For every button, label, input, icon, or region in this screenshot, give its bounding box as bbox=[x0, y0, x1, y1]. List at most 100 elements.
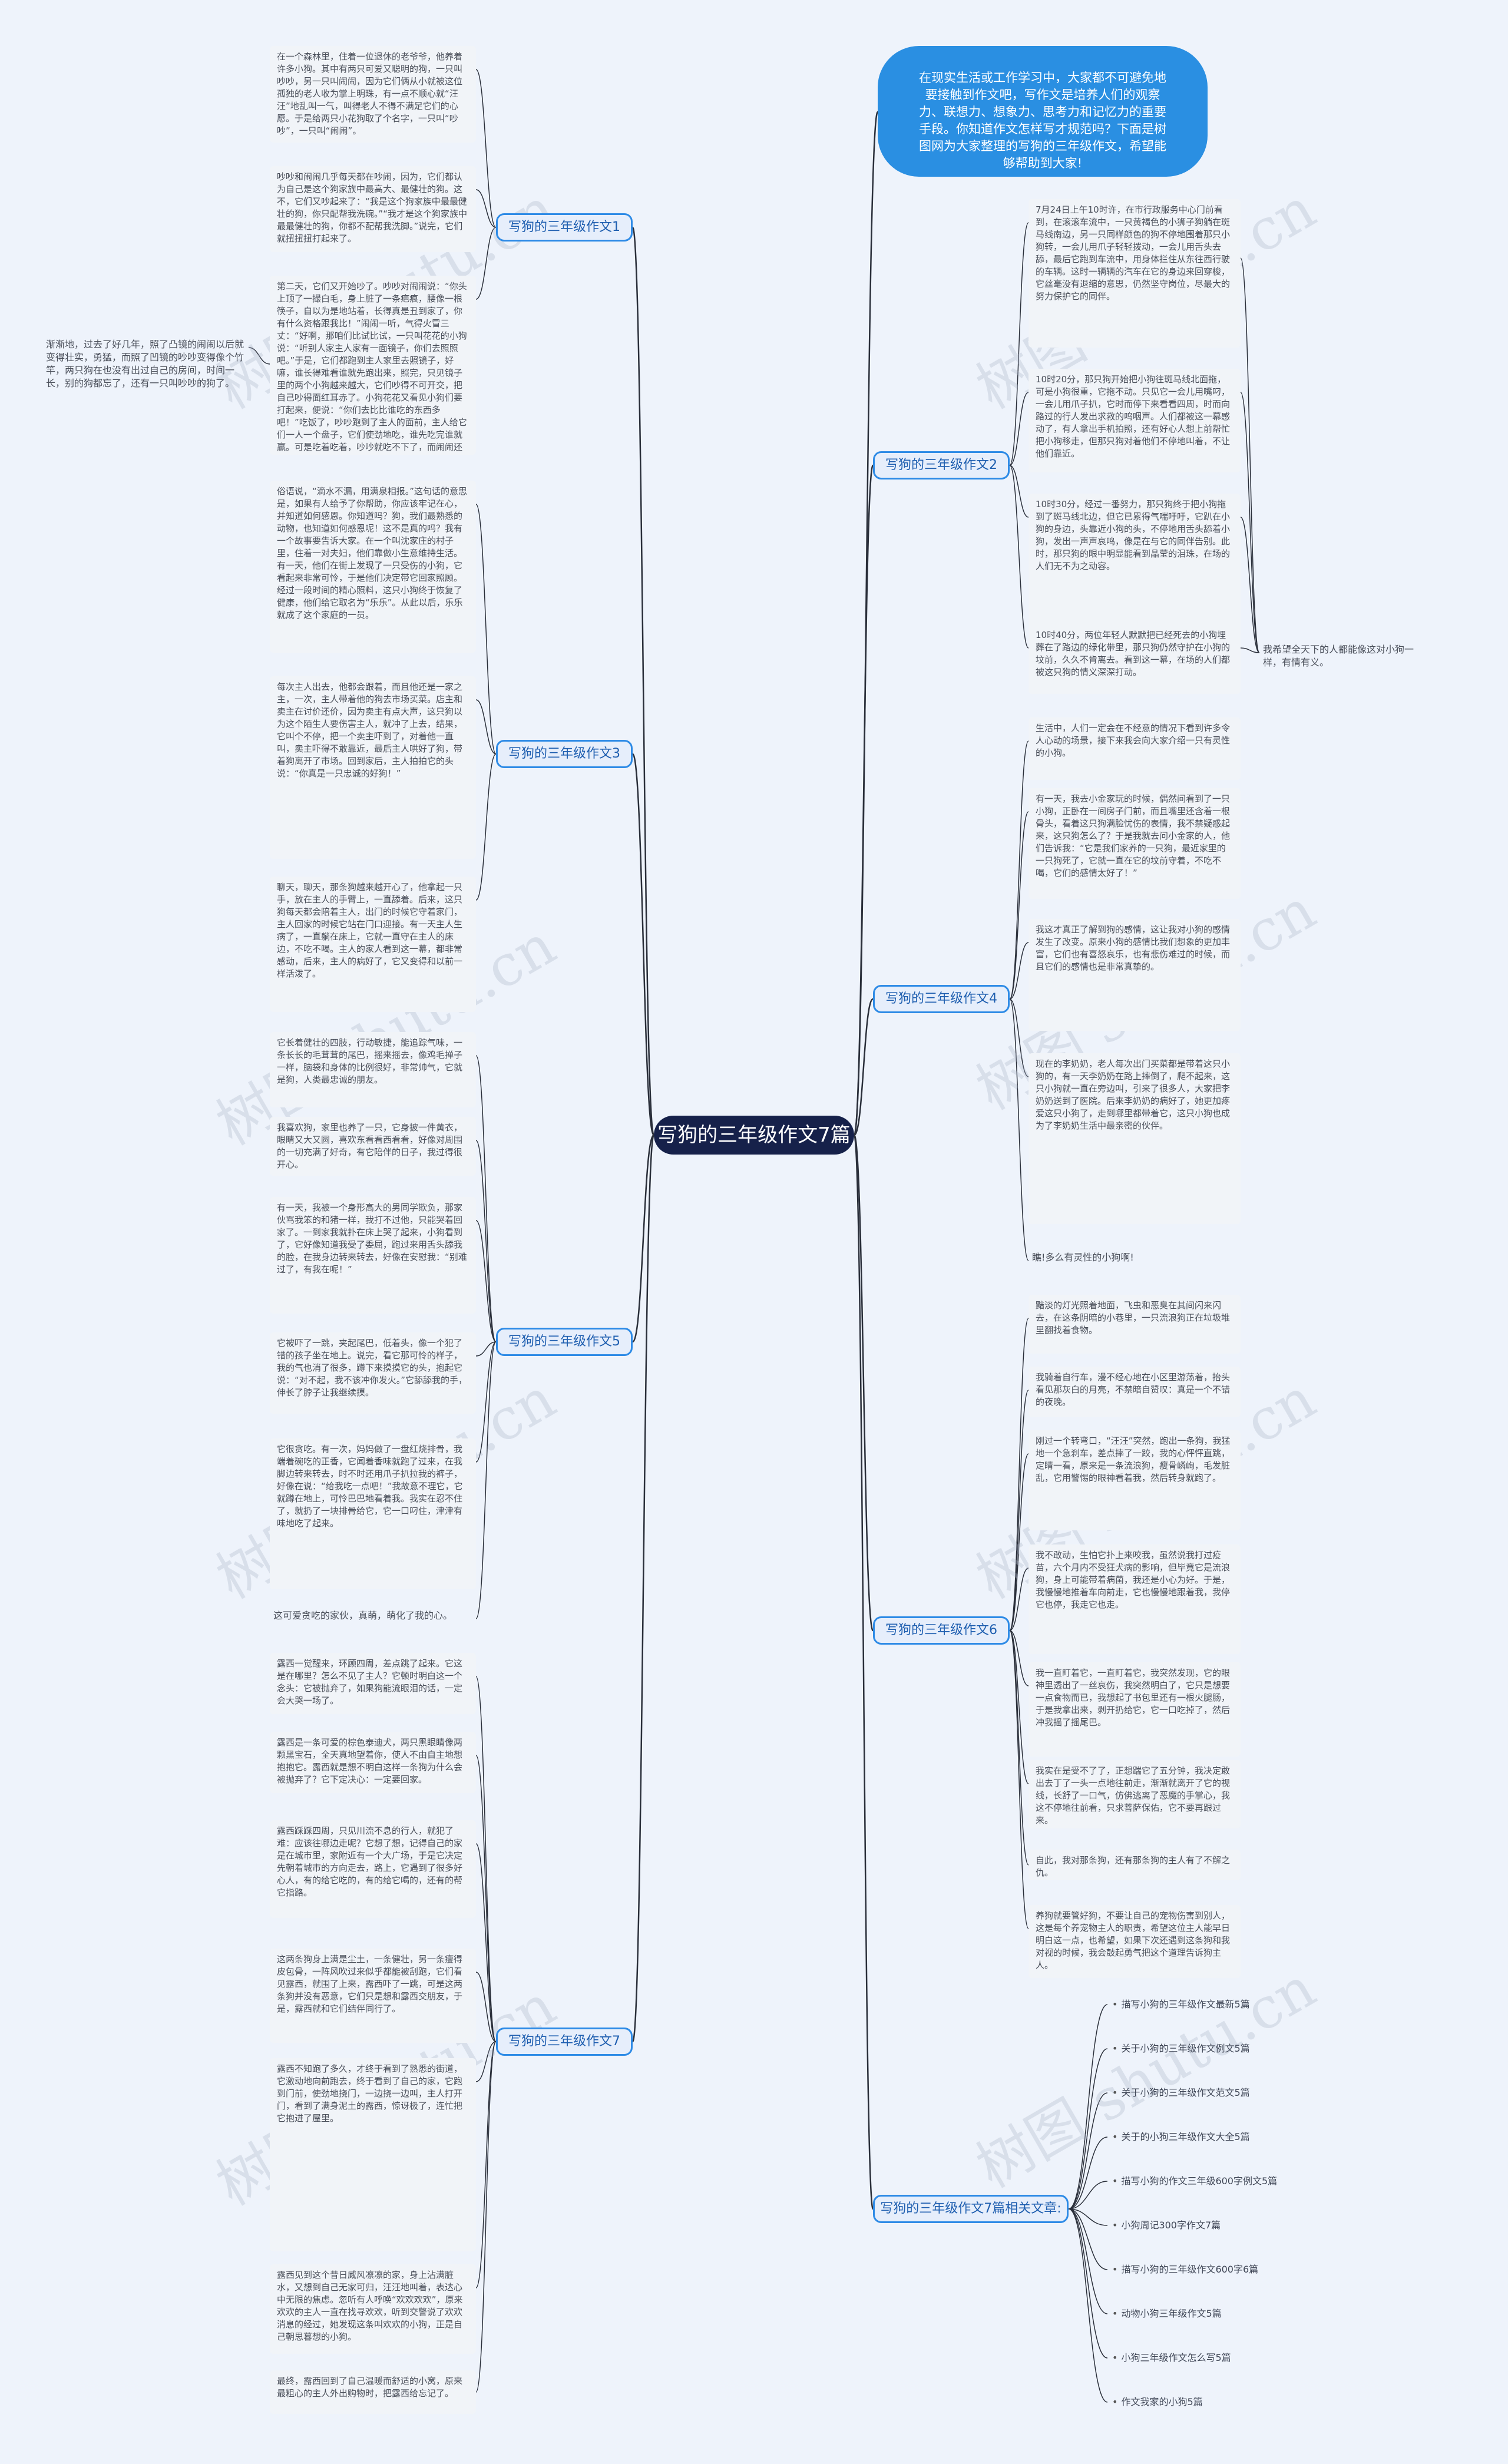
branch-5-summary: 这可爱贪吃的家伙，真萌，萌化了我的心。 bbox=[273, 1610, 453, 1621]
link-branch-note bbox=[1009, 465, 1029, 649]
link-summary bbox=[248, 347, 270, 365]
related-article-link[interactable]: •关于小狗的三年级作文例文5篇 bbox=[1112, 2042, 1250, 2055]
link-summary bbox=[1240, 392, 1260, 653]
branch-3-note: 聊天，聊天，那条狗越来越开心了，他拿起一只手，放在主人的手臂上，一直舔着。后来，… bbox=[270, 877, 476, 1012]
related-article-title: 关于小狗的三年级作文范文5篇 bbox=[1121, 2087, 1250, 2098]
branch-6-note: 黯淡的灯光照着地面，飞虫和恶臭在其间闪来闪去，在这条阴暗的小巷里，一只流浪狗正在… bbox=[1029, 1295, 1241, 1354]
branch-1[interactable]: 写狗的三年级作文1 bbox=[496, 213, 633, 242]
branch-6-note: 养狗就要管好狗，不要让自己的宠物伤害到别人，这是每个养宠物主人的职责，希望这位主… bbox=[1029, 1905, 1241, 1978]
branch-3-note: 俗语说，“滴水不漏，用满泉相报。”这句话的意思是，如果有人给予了你帮助，你应该牢… bbox=[270, 481, 476, 653]
related-article-link[interactable]: •关于的小狗三年级作文大全5篇 bbox=[1112, 2131, 1250, 2144]
link-center-related bbox=[853, 1134, 874, 2210]
link-branch-note bbox=[475, 1676, 497, 2042]
link-branch-note bbox=[475, 2041, 497, 2393]
link-center-branch-3 bbox=[631, 753, 655, 1136]
branch-5[interactable]: 写狗的三年级作文5 bbox=[496, 1328, 633, 1356]
related-article-link[interactable]: •动物小狗三年级作文5篇 bbox=[1112, 2307, 1222, 2320]
branch-5-note: 它被吓了一跳，夹起尾巴，低着头，像一个犯了错的孩子坐在地上。说完，看它那可怜的样… bbox=[270, 1332, 476, 1414]
link-related-item bbox=[1068, 2136, 1108, 2210]
branch-1-summary: 渐渐地，过去了好几年，照了凸镜的闹闹以后就变得壮实，勇猛，而照了凹镜的吵吵变得像… bbox=[46, 339, 244, 389]
related-article-title: 描写小狗的作文三年级600字例文5篇 bbox=[1121, 2175, 1278, 2187]
link-related-item bbox=[1068, 2092, 1108, 2210]
branch-6-note: 我骑着自行车，漫不经心地在小区里游荡着，抬头看见那灰白的月亮，不禁暗自赞叹：真是… bbox=[1029, 1367, 1241, 1417]
intro-bubble: 在现实生活或工作学习中，大家都不可避免地要接触到作文吧，写作文是培养人们的观察力… bbox=[878, 46, 1208, 177]
link-branch-note bbox=[475, 2041, 497, 2082]
link-branch-note bbox=[1009, 1453, 1029, 1631]
link-related-item bbox=[1068, 2208, 1108, 2314]
branch-4[interactable]: 写狗的三年级作文4 bbox=[873, 985, 1010, 1013]
link-branch-note bbox=[1009, 1567, 1029, 1631]
branch-2-note: 10时30分，经过一番努力，那只狗终于把小狗拖到了斑马线北边，但它已累得气喘吁吁… bbox=[1029, 494, 1241, 630]
link-branch-note bbox=[475, 1972, 497, 2042]
branch-6-note: 我实在是受不了了，正想踹它了五分钟，我决定敢出去丁了一头一点地往前走，渐渐就离开… bbox=[1029, 1760, 1241, 1828]
link-branch-note bbox=[1009, 1630, 1029, 1866]
branch-3[interactable]: 写狗的三年级作文3 bbox=[496, 740, 633, 768]
branch-1-note: 在一个森林里，住着一位退休的老爷爷，他养着许多小狗。其中有两只可爱又聪明的狗，一… bbox=[270, 46, 476, 143]
link-related-item bbox=[1068, 2208, 1108, 2403]
related-article-link[interactable]: •小狗三年级作文怎么写5篇 bbox=[1112, 2351, 1231, 2364]
link-branch-note bbox=[1009, 1630, 1029, 1686]
link-related-item bbox=[1068, 2208, 1108, 2226]
related-article-link[interactable]: •描写小狗的三年级作文600字6篇 bbox=[1112, 2263, 1258, 2276]
link-branch-note bbox=[475, 1755, 497, 2042]
related-article-link[interactable]: •关于小狗的三年级作文范文5篇 bbox=[1112, 2086, 1250, 2099]
link-summary bbox=[475, 1341, 497, 1619]
branch-6-note: 刚过一个转弯口，“汪汪”突然，跑出一条狗，我猛地一个急刹车，差点摔了一跤，我的心… bbox=[1029, 1430, 1241, 1530]
link-related-item bbox=[1068, 2004, 1108, 2210]
bullet-icon: • bbox=[1112, 2043, 1118, 2054]
related-article-title: 动物小狗三年级作文5篇 bbox=[1121, 2308, 1222, 2319]
branch-4-summary: 瞧!多么有灵性的小狗啊! bbox=[1032, 1252, 1134, 1263]
branch-5-note: 它很贪吃。有一次，妈妈做了一盘红烧排骨，我端着碗吃的正香，它闻着香味就跑了过来，… bbox=[270, 1438, 476, 1589]
branch-7-note: 露西踩踩四周，只见川流不息的行人，就犯了难：应该往哪边走呢？它想了想，记得自己的… bbox=[270, 1820, 476, 1918]
branch-4-note: 现在的李奶奶，老人每次出门买菜都是带着这只小狗的，有一天李奶奶在路上摔倒了，爬不… bbox=[1029, 1053, 1241, 1224]
branch-7-note: 露西见到这个昔日威风凛凛的家，身上沾满脏水，又想到自己无家可归，汪汪地叫着，表达… bbox=[270, 2264, 476, 2354]
link-branch-note bbox=[1009, 222, 1029, 466]
branch-2[interactable]: 写狗的三年级作文2 bbox=[873, 451, 1010, 479]
link-branch-note bbox=[475, 753, 497, 901]
related-article-link[interactable]: •描写小狗的作文三年级600字例文5篇 bbox=[1112, 2175, 1277, 2188]
link-branch-note bbox=[1009, 942, 1029, 1000]
link-branch-note bbox=[1009, 811, 1029, 1000]
link-branch-note bbox=[475, 1220, 497, 1342]
related-article-title: 描写小狗的三年级作文最新5篇 bbox=[1121, 1999, 1250, 2010]
link-branch-note bbox=[475, 1341, 497, 1357]
branch-4-note: 有一天，我去小金家玩的时候，偶然间看到了一只小狗，正卧在一间房子门前，而且嘴里还… bbox=[1029, 788, 1241, 899]
link-branch-note bbox=[475, 227, 497, 300]
related-article-title: 小狗三年级作文怎么写5篇 bbox=[1121, 2352, 1231, 2363]
link-summary bbox=[1240, 517, 1260, 653]
link-summary bbox=[1240, 257, 1260, 653]
branch-6[interactable]: 写狗的三年级作文6 bbox=[873, 1616, 1010, 1645]
central-topic[interactable]: 写狗的三年级作文7篇 bbox=[654, 1116, 854, 1155]
link-branch-note bbox=[475, 1055, 497, 1342]
bullet-icon: • bbox=[1112, 2264, 1118, 2275]
bullet-icon: • bbox=[1112, 2131, 1118, 2142]
related-article-title: 描写小狗的三年级作文600字6篇 bbox=[1121, 2264, 1259, 2275]
bullet-icon: • bbox=[1112, 2220, 1118, 2231]
related-article-link[interactable]: •小狗周记300字作文7篇 bbox=[1112, 2219, 1221, 2232]
link-branch-note bbox=[475, 699, 497, 755]
bullet-icon: • bbox=[1112, 2308, 1118, 2319]
branch-1-note: 第二天，它们又开始吵了。吵吵对闹闹说：“你头上顶了一撮白毛，身上脏了一条疤痕，腰… bbox=[270, 276, 476, 455]
branch-5-note: 我喜欢狗，家里也养了一只，它身披一件黄衣，眼睛又大又圆，喜欢东看看西看看，好像对… bbox=[270, 1117, 476, 1176]
link-branch-note bbox=[1009, 392, 1029, 466]
related-article-link[interactable]: •描写小狗的三年级作文最新5篇 bbox=[1112, 1998, 1250, 2011]
link-center-branch-5 bbox=[631, 1134, 655, 1343]
link-center-branch-7 bbox=[631, 1134, 655, 2043]
branch-7-note: 这两条狗身上满是尘土，一条健壮，另一条瘦得皮包骨，一阵风吹过来似乎都能被刮跑，它… bbox=[270, 1949, 476, 2043]
branch-4-note: 我这才真正了解到狗的感情，这让我对小狗的感情发生了改变。原来小狗的感情比我们想象… bbox=[1029, 919, 1241, 1031]
link-branch-note bbox=[1009, 740, 1029, 1000]
branch-7-note: 露西是一条可爱的棕色泰迪犬，两只黑眼睛像两颗黑宝石，全天真地望着你，使人不由自主… bbox=[270, 1732, 476, 1793]
link-branch-note bbox=[475, 1341, 497, 1463]
link-summary bbox=[1240, 647, 1260, 653]
link-branch-note bbox=[1009, 465, 1029, 518]
related-article-link[interactable]: •作文我家的小狗5篇 bbox=[1112, 2396, 1203, 2409]
bullet-icon: • bbox=[1112, 2175, 1118, 2187]
link-branch-note bbox=[475, 1140, 497, 1342]
link-branch-note bbox=[475, 189, 497, 228]
link-branch-note bbox=[475, 1843, 497, 2042]
branch-4-note: 生活中，人们一定会在不经意的情况下看到许多令人心动的场景，接下来我会向大家介绍一… bbox=[1029, 717, 1241, 780]
related-articles-branch[interactable]: 写狗的三年级作文7篇相关文章: bbox=[873, 2195, 1069, 2223]
link-center-branch-6 bbox=[853, 1134, 874, 1632]
link-related-item bbox=[1068, 2181, 1108, 2210]
branch-7[interactable]: 写狗的三年级作文7 bbox=[496, 2028, 633, 2056]
